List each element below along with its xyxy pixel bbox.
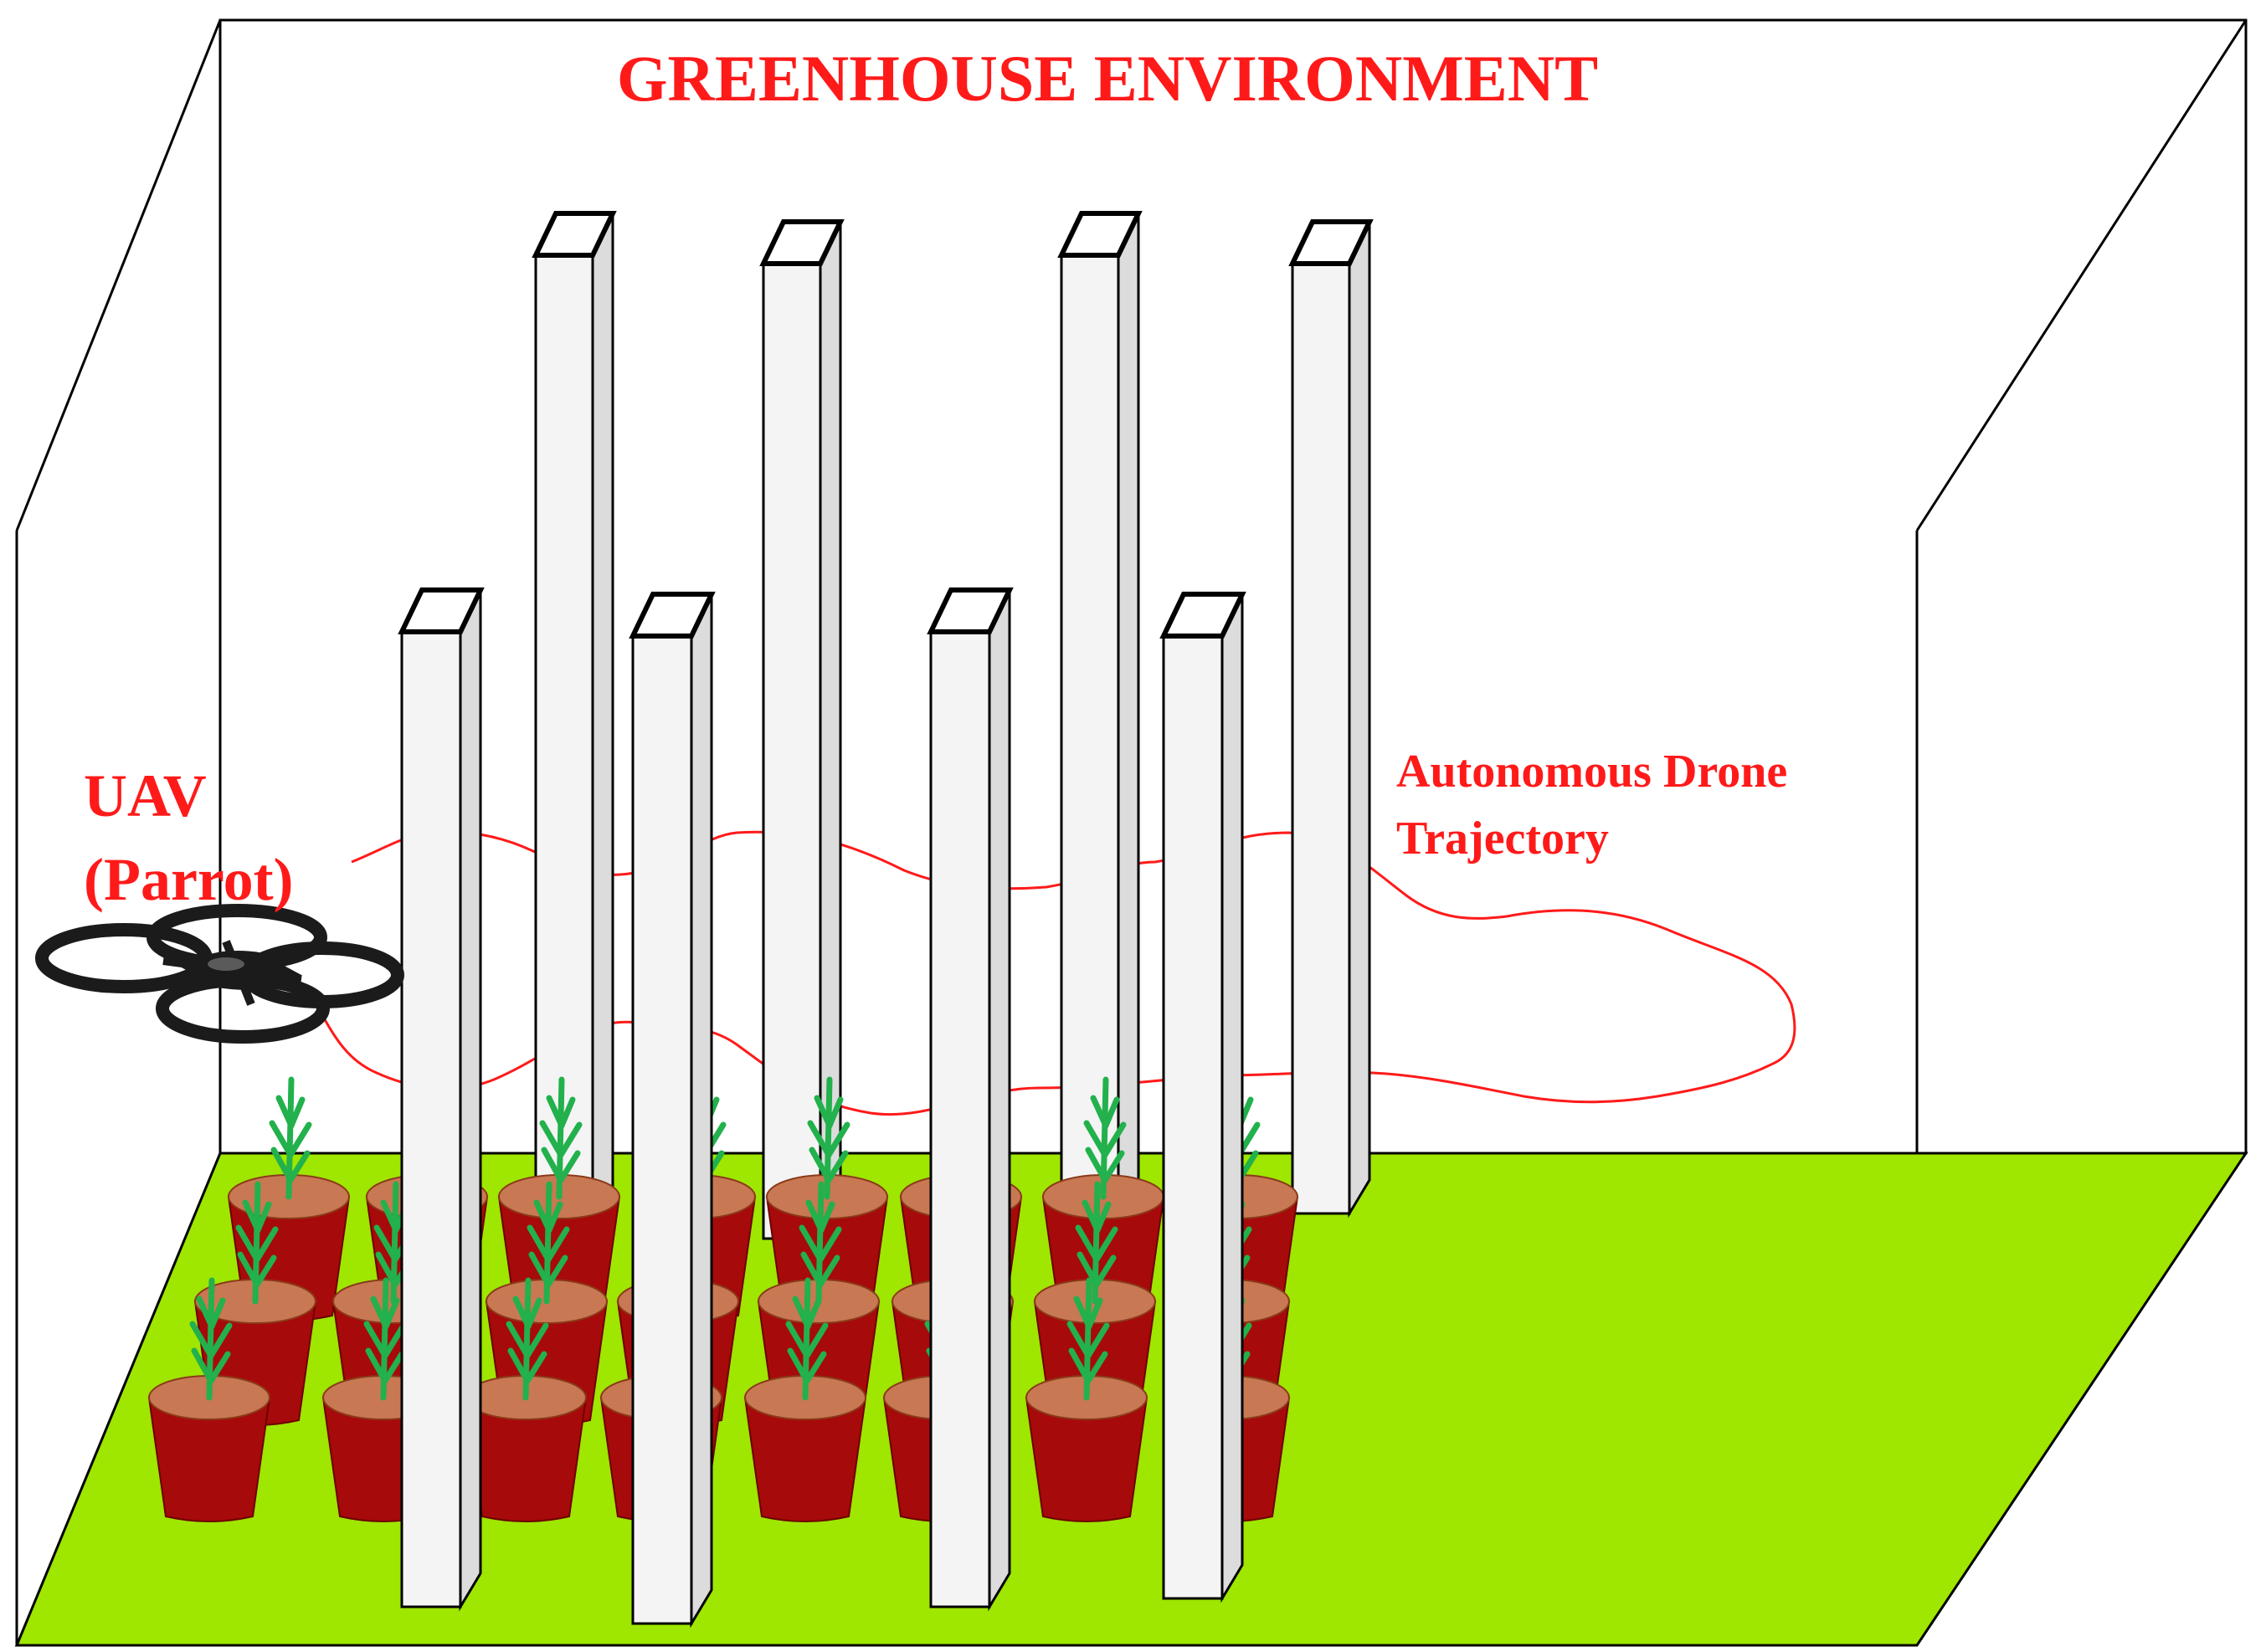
- quadcopter-icon: [35, 904, 404, 1044]
- pillar-obstacle: [1159, 592, 1246, 1603]
- pillar-obstacle: [629, 592, 716, 1629]
- uav-label-line1: UAV: [84, 762, 207, 829]
- pillar-obstacle: [927, 587, 1014, 1612]
- trajectory-label-line2: Trajectory: [1396, 813, 1609, 864]
- pillar-obstacle: [1057, 211, 1143, 1244]
- uav-label-line2: (Parrot): [84, 846, 294, 913]
- diagram-title: GREENHOUSE ENVIRONMENT: [617, 42, 1598, 115]
- pillar-obstacle: [398, 587, 485, 1612]
- pillar-obstacle: [532, 211, 617, 1244]
- drone-trajectory-path: [310, 829, 1796, 1116]
- trajectory-label-line1: Autonomous Drone: [1396, 746, 1787, 798]
- pillar-obstacle: [759, 219, 845, 1244]
- pillar-obstacle: [1288, 219, 1374, 1218]
